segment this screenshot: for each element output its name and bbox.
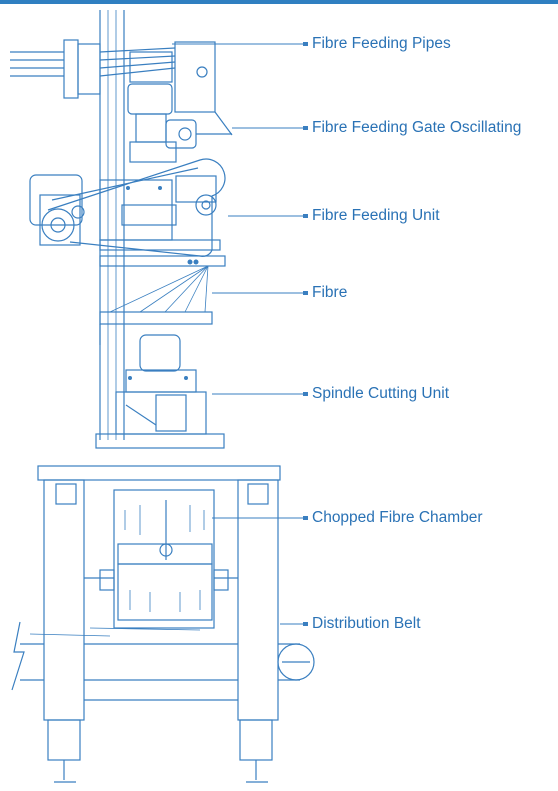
feeding-pipes <box>10 39 233 136</box>
top-accent-bar <box>0 0 558 4</box>
label-fibre: Fibre <box>312 284 348 301</box>
support-frame <box>37 465 281 783</box>
label-fibre-feeding-unit: Fibre Feeding Unit <box>312 207 440 224</box>
leader-lines <box>172 42 308 626</box>
gate-oscillating-assembly <box>127 83 232 163</box>
label-spindle-cutting-unit: Spindle Cutting Unit <box>312 385 449 402</box>
label-chopped-fibre-chamber: Chopped Fibre Chamber <box>312 509 483 526</box>
label-fibre-feeding-gate-oscillating: Fibre Feeding Gate Oscillating <box>312 119 522 136</box>
chopped-fibre-chamber <box>84 489 238 629</box>
distribution-belt <box>11 621 315 691</box>
fibre-strands <box>99 265 213 345</box>
label-fibre-feeding-pipes: Fibre Feeding Pipes <box>312 35 451 52</box>
spindle-cutting-unit <box>95 334 225 449</box>
feeding-unit <box>29 158 226 267</box>
label-distribution-belt: Distribution Belt <box>312 615 421 632</box>
